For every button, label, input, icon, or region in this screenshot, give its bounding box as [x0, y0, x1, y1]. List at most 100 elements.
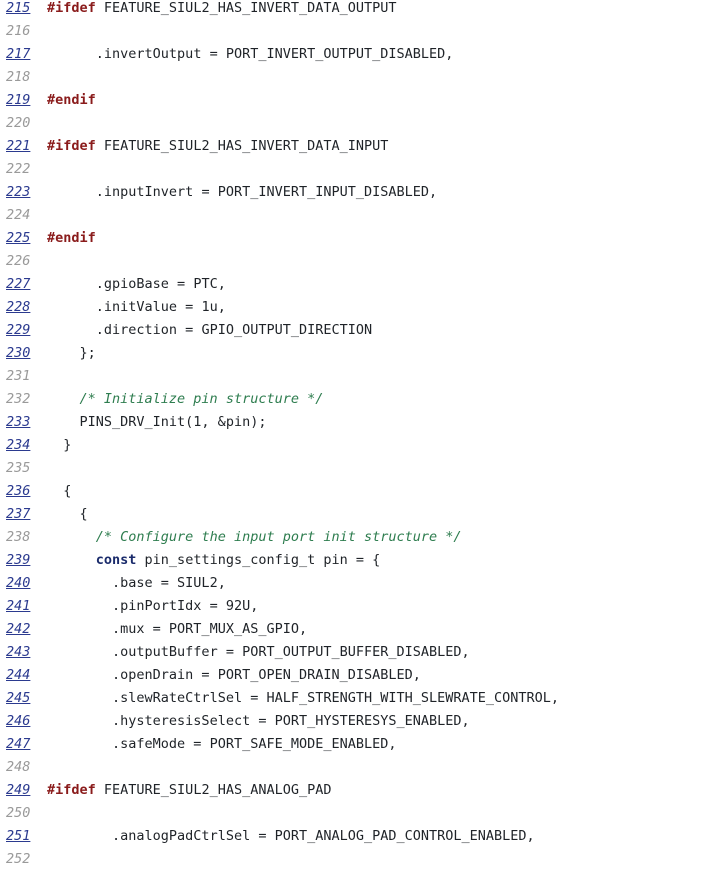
code-token: FEATURE_SIUL2_HAS_ANALOG_PAD: [95, 782, 332, 798]
line-code-text: .gpioBase = PTC,: [47, 273, 226, 296]
line-number-link[interactable]: 225: [6, 230, 31, 246]
code-token: };: [79, 345, 96, 361]
code-token: .slewRateCtrlSel = HALF_STRENGTH_WITH_SL…: [112, 690, 560, 706]
line-code-text: /* Initialize pin structure */: [47, 388, 324, 411]
preprocessor-directive: #ifdef: [47, 138, 96, 154]
line-code-text: #ifdef FEATURE_SIUL2_HAS_INVERT_DATA_INP…: [47, 135, 388, 158]
line-number: 218: [6, 69, 31, 85]
code-line: 234 }: [0, 434, 712, 457]
line-code-text: }: [47, 434, 71, 457]
code-line: 242 .mux = PORT_MUX_AS_GPIO,: [0, 618, 712, 641]
line-number-link[interactable]: 246: [6, 713, 31, 729]
line-number-link[interactable]: 245: [6, 690, 31, 706]
line-number: 226: [6, 253, 31, 269]
code-token: {: [63, 483, 72, 499]
line-number: 238: [6, 529, 31, 545]
line-number-link[interactable]: 234: [6, 437, 31, 453]
code-line: 221 #ifdef FEATURE_SIUL2_HAS_INVERT_DATA_…: [0, 135, 712, 158]
line-number-link[interactable]: 239: [6, 552, 31, 568]
line-code-text: };: [47, 342, 96, 365]
code-line: 215 #ifdef FEATURE_SIUL2_HAS_INVERT_DATA_…: [0, 0, 712, 20]
code-token: .hysteresisSelect = PORT_HYSTERESYS_ENAB…: [112, 713, 470, 729]
line-number-link[interactable]: 233: [6, 414, 31, 430]
line-number-link[interactable]: 215: [6, 0, 31, 16]
line-number-link[interactable]: 243: [6, 644, 31, 660]
code-line: 244 .openDrain = PORT_OPEN_DRAIN_DISABLE…: [0, 664, 712, 687]
line-number-link[interactable]: 236: [6, 483, 31, 499]
code-token: PINS_DRV_Init(1, &pin);: [79, 414, 267, 430]
line-code-text: .direction = GPIO_OUTPUT_DIRECTION: [47, 319, 372, 342]
line-number-link[interactable]: 241: [6, 598, 31, 614]
code-line: 241 .pinPortIdx = 92U,: [0, 595, 712, 618]
line-number-link[interactable]: 247: [6, 736, 31, 752]
code-line: 226: [0, 250, 712, 273]
code-line: 231: [0, 365, 712, 388]
line-code-text: #endif: [47, 89, 96, 112]
code-line: 233 PINS_DRV_Init(1, &pin);: [0, 411, 712, 434]
line-number-link[interactable]: 217: [6, 46, 31, 62]
code-line: 240 .base = SIUL2,: [0, 572, 712, 595]
line-number-link[interactable]: 249: [6, 782, 31, 798]
line-number-link[interactable]: 227: [6, 276, 31, 292]
code-line: 252: [0, 848, 712, 871]
line-code-text: .safeMode = PORT_SAFE_MODE_ENABLED,: [47, 733, 397, 756]
code-token: }: [63, 437, 72, 453]
line-number-link[interactable]: 251: [6, 828, 31, 844]
code-token: FEATURE_SIUL2_HAS_INVERT_DATA_OUTPUT: [95, 0, 397, 16]
line-number-link[interactable]: 219: [6, 92, 31, 108]
line-code-text: .inputInvert = PORT_INVERT_INPUT_DISABLE…: [47, 181, 437, 204]
line-number-link[interactable]: 244: [6, 667, 31, 683]
code-token: .base = SIUL2,: [112, 575, 226, 591]
code-token: .openDrain = PORT_OPEN_DRAIN_DISABLED,: [112, 667, 421, 683]
line-number-link[interactable]: 221: [6, 138, 31, 154]
preprocessor-directive: #ifdef: [47, 782, 96, 798]
code-line: 236 {: [0, 480, 712, 503]
code-line: 220: [0, 112, 712, 135]
line-number: 232: [6, 391, 31, 407]
code-token: FEATURE_SIUL2_HAS_INVERT_DATA_INPUT: [95, 138, 389, 154]
line-number-link[interactable]: 223: [6, 184, 31, 200]
code-token: .direction = GPIO_OUTPUT_DIRECTION: [95, 322, 373, 338]
line-number-link[interactable]: 237: [6, 506, 31, 522]
line-code-text: #endif: [47, 227, 96, 250]
line-number-link[interactable]: 228: [6, 299, 31, 315]
line-number: 224: [6, 207, 31, 223]
line-number-link[interactable]: 242: [6, 621, 31, 637]
code-token: .inputInvert = PORT_INVERT_INPUT_DISABLE…: [95, 184, 438, 200]
code-line: 245 .slewRateCtrlSel = HALF_STRENGTH_WIT…: [0, 687, 712, 710]
code-line: 232 /* Initialize pin structure */: [0, 388, 712, 411]
line-number-link[interactable]: 230: [6, 345, 31, 361]
code-line: 224: [0, 204, 712, 227]
code-token: .initValue = 1u,: [95, 299, 226, 315]
code-token: .outputBuffer = PORT_OUTPUT_BUFFER_DISAB…: [112, 644, 470, 660]
line-code-text: .base = SIUL2,: [47, 572, 226, 595]
code-token: .pinPortIdx = 92U,: [112, 598, 259, 614]
line-number: 248: [6, 759, 31, 775]
preprocessor-directive: #ifdef: [47, 0, 96, 16]
line-number: 216: [6, 23, 31, 39]
line-code-text: const pin_settings_config_t pin = {: [47, 549, 380, 572]
code-line: 229 .direction = GPIO_OUTPUT_DIRECTION: [0, 319, 712, 342]
code-line: 219 #endif: [0, 89, 712, 112]
line-number-link[interactable]: 240: [6, 575, 31, 591]
line-number: 235: [6, 460, 31, 476]
preprocessor-directive: #endif: [47, 92, 96, 108]
line-number-link[interactable]: 229: [6, 322, 31, 338]
line-code-text: .slewRateCtrlSel = HALF_STRENGTH_WITH_SL…: [47, 687, 559, 710]
line-code-text: {: [47, 503, 88, 526]
code-token: .safeMode = PORT_SAFE_MODE_ENABLED,: [112, 736, 397, 752]
code-line: 248: [0, 756, 712, 779]
line-code-text: #ifdef FEATURE_SIUL2_HAS_INVERT_DATA_OUT…: [47, 0, 397, 20]
line-number: 222: [6, 161, 31, 177]
code-keyword: const: [95, 552, 137, 568]
code-token: .analogPadCtrlSel = PORT_ANALOG_PAD_CONT…: [112, 828, 535, 844]
code-line: 227 .gpioBase = PTC,: [0, 273, 712, 296]
line-code-text: .pinPortIdx = 92U,: [47, 595, 258, 618]
line-code-text: .outputBuffer = PORT_OUTPUT_BUFFER_DISAB…: [47, 641, 470, 664]
code-line: 246 .hysteresisSelect = PORT_HYSTERESYS_…: [0, 710, 712, 733]
line-code-text: .hysteresisSelect = PORT_HYSTERESYS_ENAB…: [47, 710, 470, 733]
code-line: 235: [0, 457, 712, 480]
code-line: 223 .inputInvert = PORT_INVERT_INPUT_DIS…: [0, 181, 712, 204]
line-code-text: .initValue = 1u,: [47, 296, 226, 319]
